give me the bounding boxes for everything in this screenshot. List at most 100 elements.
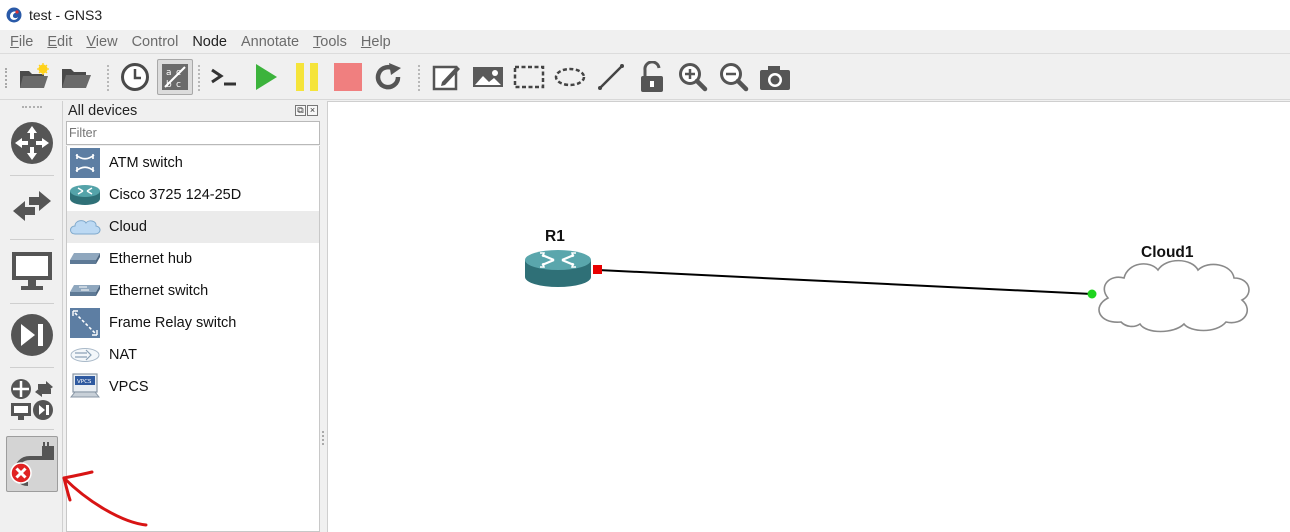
console-all-icon [211,68,236,86]
close-panel-icon[interactable]: × [307,105,318,116]
new-project-icon [20,63,49,88]
link-status-started-indicator [1087,289,1097,299]
start-all-button[interactable] [248,59,284,95]
open-project-icon [62,69,91,88]
nat-icon [70,348,100,362]
device-item-frame-relay-switch[interactable]: Frame Relay switch [67,307,319,339]
svg-text:b: b [166,80,172,90]
snapshot-button[interactable] [117,59,153,95]
console-all-button[interactable] [206,59,242,95]
gns3-logo-icon [6,7,22,23]
device-item-ethernet-hub[interactable]: Ethernet hub [67,243,319,275]
new-project-button[interactable] [16,59,52,95]
float-panel-icon[interactable]: ⧉ [295,105,306,116]
draw-rectangle-button[interactable] [511,59,547,95]
device-item-label: Cloud [109,219,147,235]
insert-image-button[interactable] [470,59,506,95]
browse-all-devices-button[interactable] [6,373,58,425]
router-icon [70,185,100,205]
draw-ellipse-button[interactable] [552,59,588,95]
zoom-in-icon [679,63,708,92]
screenshot-icon [760,66,790,90]
menu-view[interactable]: View [86,33,118,50]
panel-splitter[interactable] [321,101,327,532]
start-all-icon [256,64,277,90]
add-link-icon [10,442,54,486]
security-category-icon [11,314,53,356]
draw-line-icon [598,64,624,90]
menu-edit[interactable]: Edit [47,33,73,50]
cloud-cloud1-icon[interactable] [1098,259,1250,333]
menu-control[interactable]: Control [131,33,179,50]
node-label-r1[interactable]: R1 [545,228,565,245]
router-category-icon [11,122,53,164]
lock-items-button[interactable] [634,59,670,95]
zoom-in-button[interactable] [675,59,711,95]
device-item-label: NAT [109,347,137,363]
ethernet-switch-icon [70,285,100,296]
browse-end-devices-button[interactable] [6,245,58,297]
device-item-nat[interactable]: NAT [67,339,319,371]
zoom-out-icon [720,63,749,92]
draw-rectangle-icon [513,65,545,89]
menu-help[interactable]: Help [360,33,391,50]
main-toolbar: a c b c [0,55,1290,100]
link-r1-cloud1[interactable] [597,269,1093,295]
menu-file[interactable]: File [10,33,34,50]
add-link-button[interactable] [6,436,58,492]
vpcs-icon: VPCS [70,373,100,398]
device-item-cisco-3725[interactable]: Cisco 3725 124-25D [67,179,319,211]
draw-line-button[interactable] [593,59,629,95]
title-bar: test - GNS3 [0,0,1290,30]
suspend-all-icon [296,63,318,91]
devices-panel-title: All devices [68,103,138,119]
node-label-cloud1[interactable]: Cloud1 [1141,244,1194,261]
all-devices-category-icon [11,379,53,420]
browse-routers-button[interactable] [6,117,58,169]
menu-tools[interactable]: Tools [313,33,347,50]
devices-panel: All devices ⧉ × ATM switch [64,101,321,532]
device-item-ethernet-switch[interactable]: Ethernet switch [67,275,319,307]
svg-text:c: c [176,80,181,90]
device-item-label: ATM switch [109,155,183,171]
device-list: ATM switch Cisco 3725 124-25D [66,146,320,532]
switch-category-icon [13,191,51,221]
menu-node[interactable]: Node [192,33,227,50]
show-interface-labels-icon: a c b c [162,64,188,90]
device-filter-input[interactable] [66,121,320,145]
device-item-vpcs[interactable]: VPCS VPCS [67,371,319,403]
stop-all-button[interactable] [330,59,366,95]
insert-image-icon [473,67,503,87]
topology-drawing [525,250,1250,333]
browse-switches-button[interactable] [6,181,58,233]
end-devices-category-icon [12,252,52,290]
device-item-atm-switch[interactable]: ATM switch [67,147,319,179]
router-r1-icon[interactable] [525,250,591,287]
open-project-button[interactable] [58,59,94,95]
screenshot-button[interactable] [757,59,793,95]
add-note-button[interactable] [429,59,465,95]
lock-items-icon [641,61,663,92]
show-interface-labels-button[interactable]: a c b c [157,59,193,95]
device-item-label: Ethernet switch [109,283,209,299]
device-item-label: VPCS [109,379,149,395]
reload-all-icon [375,63,401,90]
add-note-icon [432,65,460,91]
zoom-out-button[interactable] [716,59,752,95]
atm-switch-icon [70,148,100,178]
menu-bar: File Edit View Control Node Annotate Too… [0,30,1290,54]
svg-text:a: a [166,68,172,78]
topology-canvas[interactable]: R1 Cloud1 [327,101,1290,532]
toolbar-grip[interactable] [5,68,9,88]
stop-all-icon [334,63,362,91]
cloud-icon [70,220,101,235]
reload-all-button[interactable] [371,59,407,95]
svg-text:VPCS: VPCS [77,379,92,385]
device-item-label: Cisco 3725 124-25D [109,187,242,203]
menu-annotate[interactable]: Annotate [240,33,300,50]
device-item-label: Frame Relay switch [109,315,237,331]
dock-grip[interactable] [22,106,42,109]
device-item-cloud[interactable]: Cloud [67,211,319,243]
browse-security-devices-button[interactable] [6,309,58,361]
suspend-all-button[interactable] [289,59,325,95]
